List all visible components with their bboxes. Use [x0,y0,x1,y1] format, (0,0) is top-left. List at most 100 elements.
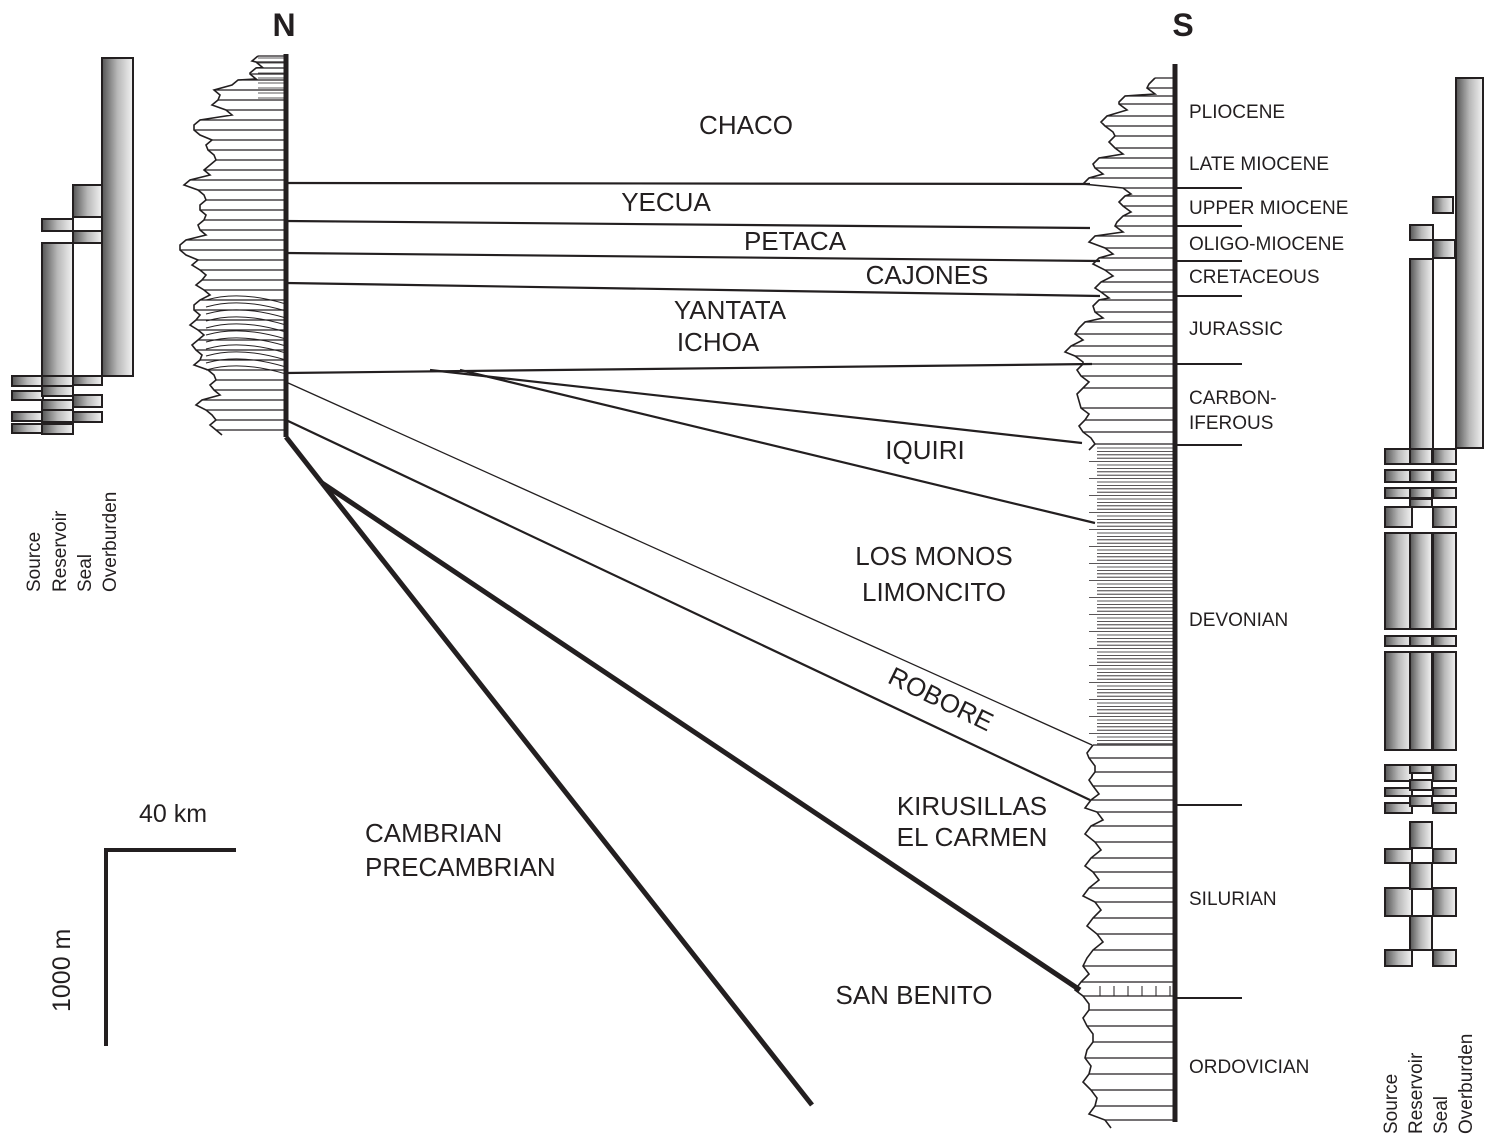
correlation-line-los-monos-top [460,370,1095,523]
correlation-line-yecua-top [286,183,1090,184]
formation-kirusillas: KIRUSILLAS [897,791,1047,821]
north-petroleum-elements [12,58,133,434]
south-col-overburden: Overburden [1456,1034,1477,1134]
element-bar [1433,849,1456,863]
formation-cajones: CAJONES [866,260,989,290]
age-pliocene: PLIOCENE [1189,102,1285,123]
north-well-lithology [180,56,286,435]
element-bar [1385,788,1412,796]
element-bar [1410,916,1432,950]
south-col-seal: Seal [1431,1096,1452,1134]
element-bar [1433,240,1455,258]
element-bar [1410,449,1432,464]
formation-yecua: YECUA [621,187,711,217]
element-bar [12,412,43,421]
element-bar [42,243,73,376]
element-bar [1433,636,1456,646]
age-oligo-miocene: OLIGO-MIOCENE [1189,234,1344,255]
element-bar [42,410,73,422]
element-bar [1433,197,1453,213]
basement-line-upper [286,437,322,483]
element-bar [1433,788,1456,796]
element-bar [1410,470,1432,482]
age-jurassic: JURASSIC [1189,319,1283,340]
scale-horizontal-label: 40 km [139,800,207,828]
element-bar [1433,449,1456,464]
south-element-headers: Source Reservoir Seal Overburden [1381,1034,1477,1134]
age-carboniferous-line2: IFEROUS [1189,413,1273,434]
element-bar [1410,765,1432,773]
element-bar [1385,849,1412,863]
north-label: N [272,7,295,43]
age-carboniferous-line1: CARBON- [1189,388,1277,409]
precambrian-boundary [322,483,812,1105]
element-bar [1410,488,1432,498]
element-bar [1433,533,1456,629]
element-bar [1385,765,1412,781]
element-bar [42,400,73,410]
element-bar [12,424,43,433]
element-bar [42,376,73,386]
element-bar [1433,652,1456,750]
element-bar [1385,652,1412,750]
age-late-miocene: LATE MIOCENE [1189,154,1329,175]
element-bar [73,412,102,422]
element-bar [1410,499,1432,507]
element-bar [1410,652,1432,750]
scale-bar: 40 km 1000 m [48,800,236,1046]
element-bar [1433,470,1456,482]
element-bar [73,185,102,217]
scale-vertical-label: 1000 m [48,929,76,1012]
element-bar [1385,888,1412,916]
north-col-overburden: Overburden [100,492,121,592]
correlation-line-petaca-top [286,221,1090,228]
element-bar [1385,533,1412,629]
north-col-source: Source [24,532,45,592]
element-bar [1385,803,1412,813]
element-bar [1385,950,1412,966]
element-bar [1385,636,1412,646]
formation-ichoa: ICHOA [677,327,760,357]
south-petroleum-elements [1385,78,1483,966]
formation-los-monos: LOS MONOS [855,541,1012,571]
element-bar [1385,449,1412,464]
element-bar [1385,507,1412,527]
correlation-line-ichoa-base [286,364,1092,373]
element-bar [1410,259,1433,449]
age-cretaceous: CRETACEOUS [1189,267,1320,288]
formation-cambrian: CAMBRIAN [365,818,502,848]
element-bar [1456,78,1483,448]
age-silurian: SILURIAN [1189,889,1277,910]
element-bar [42,219,73,231]
element-bar [1410,780,1432,790]
formation-precambrian: PRECAMBRIAN [365,852,556,882]
element-bar [1410,225,1433,240]
formation-limoncito: LIMONCITO [862,577,1006,607]
formation-petaca: PETACA [744,226,847,256]
element-bar [1410,636,1432,646]
element-bar [12,391,43,400]
formation-robore: ROBORE [884,661,998,737]
element-bar [1433,950,1456,966]
age-ordovician: ORDOVICIAN [1189,1057,1309,1078]
well-profile [1065,78,1155,450]
element-bar [102,58,133,376]
element-bar [73,231,102,243]
age-boundaries [1175,188,1242,998]
element-bar [12,376,43,386]
element-bar [42,386,73,396]
scale-bar-axes [106,850,236,1046]
element-bar [1410,822,1432,848]
south-col-source: Source [1381,1074,1402,1134]
element-bar [1433,488,1456,498]
north-element-headers: Source Reservoir Seal Overburden [24,492,121,592]
formation-yantata: YANTATA [674,295,787,325]
formation-chaco: CHACO [699,110,793,140]
formation-el-carmen: EL CARMEN [897,822,1048,852]
age-upper-miocene: UPPER MIOCENE [1189,198,1348,219]
south-well-lithology [1065,78,1175,1128]
correlation-line-iquiri-base [430,370,1082,443]
element-bar [1410,796,1432,806]
